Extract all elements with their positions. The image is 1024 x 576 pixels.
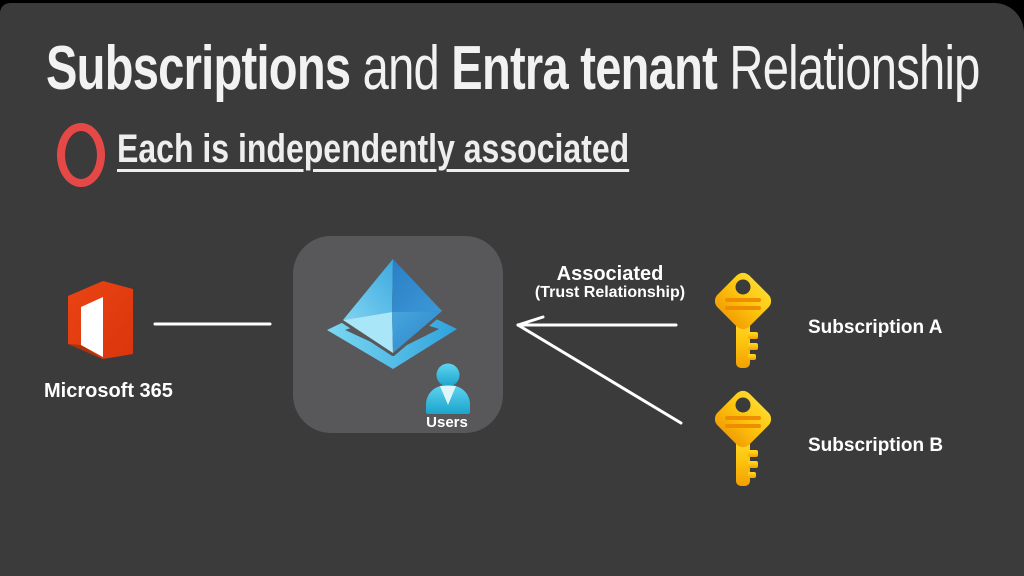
users-label: Users (426, 414, 468, 431)
association-label: Associated (Trust Relationship) (515, 264, 705, 302)
title-bold-1: Subscriptions (46, 34, 351, 103)
red-ellipse-highlight-icon (57, 123, 105, 187)
subscription-b-label: Subscription B (808, 435, 944, 456)
subscription-a-label: Subscription A (808, 317, 943, 338)
entra-tenant-panel: Users (293, 236, 503, 433)
page-title: Subscriptions and Entra tenant Relations… (46, 33, 980, 104)
user-icon (426, 363, 470, 414)
m365-label: Microsoft 365 (44, 380, 173, 402)
key-icon-subscription-b (714, 390, 772, 486)
bullet-text: Each is independently associated (117, 127, 630, 171)
entra-tenant-pyramid-icon (327, 256, 470, 414)
title-regular-1: and (350, 34, 452, 103)
line-tenant-to-subscription-b (516, 323, 683, 425)
arrowhead-barb (516, 315, 545, 327)
key-icon-subscription-a (714, 272, 772, 368)
slide: Subscriptions and Entra tenant Relations… (0, 3, 1024, 576)
association-label-main: Associated (556, 263, 664, 285)
association-label-sub: (Trust Relationship) (534, 284, 686, 301)
microsoft-office-logo-icon (68, 281, 133, 359)
title-regular-2: Relationship (717, 34, 980, 103)
title-bold-2: Entra tenant (451, 34, 718, 103)
